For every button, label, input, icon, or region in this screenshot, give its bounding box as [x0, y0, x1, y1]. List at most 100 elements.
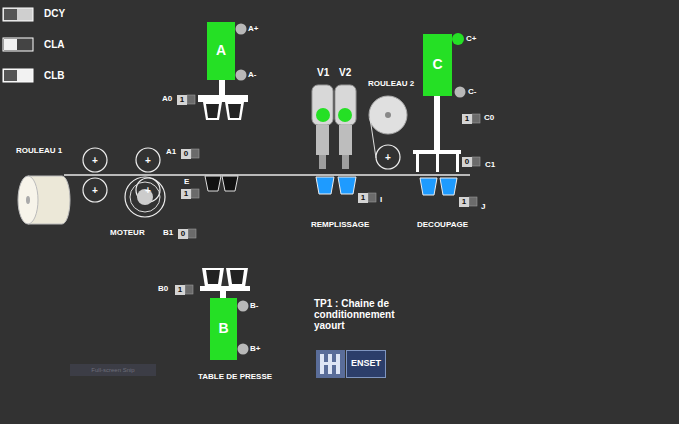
lid-film — [370, 118, 376, 158]
sensor-indicator: 0 — [178, 229, 188, 239]
cup — [420, 178, 437, 195]
indicator-side — [368, 193, 376, 202]
node-text: Full-screen Snip — [91, 367, 134, 374]
sensor-label: I — [380, 196, 382, 205]
cup — [205, 176, 221, 191]
sensor-lamp — [236, 70, 247, 81]
die-cavity — [206, 270, 220, 284]
indicator-sides — [185, 95, 480, 294]
indicator-side — [472, 157, 480, 166]
sensor-label: A- — [248, 71, 256, 80]
node-text: ENSET — [351, 359, 381, 369]
section-label: ROULEAU 2 — [368, 80, 414, 89]
sensor-indicator: 0 — [462, 157, 472, 167]
valve-nozzle — [319, 155, 326, 169]
indicator-side — [187, 95, 195, 104]
sensor-lamp — [238, 301, 249, 312]
punch-cavity — [228, 104, 241, 118]
roll-core — [26, 196, 30, 204]
switch-label: CLB — [44, 70, 65, 81]
punch-cavity — [206, 104, 219, 118]
node-text: 1 — [178, 286, 182, 295]
roller-mark: + — [385, 152, 391, 163]
press-table-b — [200, 268, 250, 299]
piston-rod — [434, 96, 440, 150]
cylinder-body: A — [207, 22, 235, 80]
sensor-label: C+ — [466, 35, 476, 44]
title-note: TP1 : Chaine de conditionnement yaourt — [314, 298, 418, 331]
sensor-indicator: 1 — [175, 285, 185, 295]
roller-mark: + — [145, 185, 151, 196]
cup — [222, 176, 238, 191]
toggle-switches — [3, 8, 33, 82]
sensor-lamp — [236, 24, 247, 35]
motor-ring — [130, 182, 160, 212]
roller-mark: + — [92, 185, 98, 196]
motor — [125, 177, 165, 217]
section-label: REMPLISSAGE — [311, 221, 369, 230]
cutter-bar — [413, 150, 461, 154]
punch — [203, 102, 222, 120]
guide-roller — [83, 178, 107, 202]
logo-stroke — [320, 362, 340, 365]
sensor-label: C1 — [485, 161, 495, 170]
sensor-label: A0 — [162, 95, 172, 104]
cutter-blade — [416, 154, 419, 172]
node-text: 1 — [361, 194, 365, 203]
valve-label: V1 — [317, 67, 329, 78]
node-text: 1 — [462, 198, 466, 207]
roller-mark: + — [92, 155, 98, 166]
switch-label: DCY — [44, 8, 65, 19]
cup — [338, 177, 356, 194]
sensor-label: C- — [468, 88, 476, 97]
die-cavity — [230, 270, 244, 284]
sensor-indicator: 1 — [177, 95, 187, 105]
press-tool-a — [198, 80, 248, 120]
snip-button: Full-screen Snip — [70, 364, 156, 376]
sensor-indicator: 0 — [181, 149, 191, 159]
valve-lamp — [338, 108, 352, 122]
cup — [440, 178, 457, 195]
die — [202, 268, 224, 287]
sensor-lamp — [452, 33, 464, 45]
indicator-side — [185, 285, 193, 294]
node-text: C — [432, 57, 442, 72]
sensor-label: B1 — [163, 229, 173, 238]
valve-nozzle — [342, 155, 349, 169]
node-text: 0 — [465, 158, 469, 167]
node-text: 0 — [181, 230, 185, 239]
sensor-indicator: 1 — [459, 197, 469, 207]
filling-valves — [312, 85, 356, 169]
section-label: DECOUPAGE — [417, 221, 468, 230]
sensor-label: J — [481, 203, 485, 212]
cylinder-body: C — [423, 34, 452, 96]
cutter-blade — [456, 154, 459, 172]
section-label: TABLE DE PRESSE — [198, 373, 272, 382]
sensors — [236, 24, 466, 355]
formed-cups — [205, 176, 238, 191]
guide-roller — [136, 148, 160, 172]
switch-label: CLA — [44, 39, 65, 50]
valve-stem — [316, 125, 329, 155]
sensor-indicator: 1 — [358, 193, 368, 203]
sensor-lamp — [455, 87, 466, 98]
roll-1 — [18, 176, 70, 224]
toggle-knob — [4, 70, 17, 81]
indicator-side — [191, 149, 199, 158]
cylinder-body: B — [210, 298, 237, 360]
indicator-side — [191, 189, 199, 198]
toggle-switch — [3, 69, 33, 82]
node-text: B — [218, 321, 228, 336]
sensor-label: B0 — [158, 285, 168, 294]
sensor-indicator: 1 — [462, 114, 472, 124]
indicator-side — [188, 229, 196, 238]
valve-body — [335, 85, 356, 125]
punch — [225, 102, 244, 120]
section-label: ROULEAU 1 — [16, 147, 62, 156]
guide-roller — [376, 145, 400, 169]
sensor-label: A+ — [248, 25, 258, 34]
tool-plate — [198, 95, 248, 102]
node-text: A — [216, 43, 226, 58]
